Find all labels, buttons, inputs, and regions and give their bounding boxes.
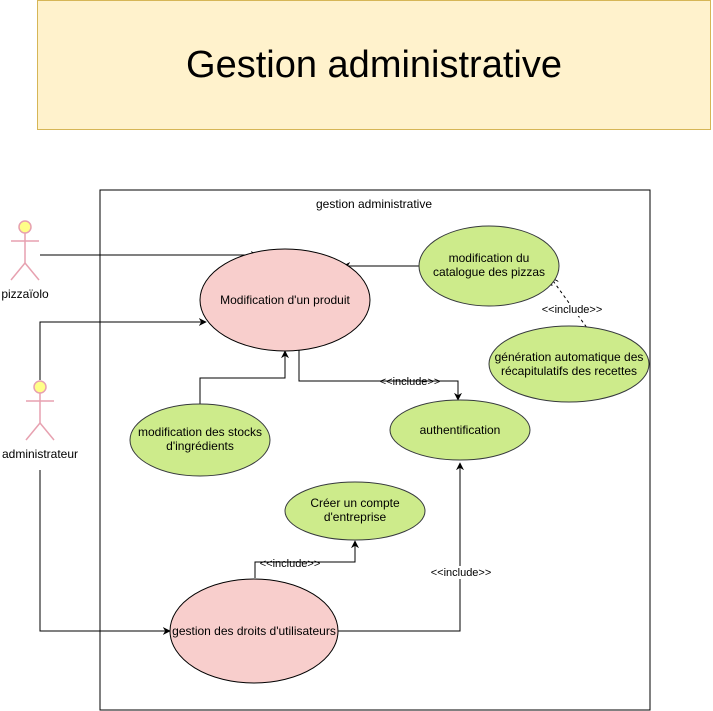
edge-include-generation-catalogue <box>551 278 591 333</box>
actor-label-pizzaiolo: pizzaïolo <box>1 287 49 301</box>
edge-admin-produit <box>39 318 207 380</box>
usecase-label: récapitulatifs des recettes <box>501 364 637 378</box>
actor-head <box>18 220 32 234</box>
include-label-catalogue: <<include>> <box>542 304 603 316</box>
edge-stocks-produit <box>199 350 289 406</box>
actor-administrateur[interactable]: administrateur <box>2 380 78 461</box>
title-banner: Gestion administrative <box>37 0 711 130</box>
include-label-compte: <<include>> <box>260 558 321 570</box>
usecase-label: gestion des droits d'utilisateurs <box>172 624 336 638</box>
actor-label-administrateur: administrateur <box>2 447 78 461</box>
usecase-authentification[interactable]: authentification <box>389 399 531 461</box>
usecase-gestion-droits[interactable]: gestion des droits d'utilisateurs <box>169 578 339 684</box>
diagram-title: Gestion administrative <box>186 43 562 86</box>
include-label-droits-auth: <<include>> <box>431 567 492 579</box>
include-label-auth: <<include>> <box>380 376 441 388</box>
usecase-label: d'entreprise <box>324 510 387 524</box>
actor-head <box>33 380 47 394</box>
connectors <box>39 251 591 635</box>
usecase-generation-recapitulatifs[interactable]: génération automatique des récapitulatif… <box>488 325 650 403</box>
usecase-label: Créer un compte <box>310 496 400 510</box>
usecase-label: catalogue des pizzas <box>433 265 545 279</box>
usecase-label: d'ingrédients <box>166 439 234 453</box>
usecase-label: génération automatique des <box>495 350 644 364</box>
usecase-label: modification des stocks <box>138 425 262 439</box>
edge-admin-droits <box>39 470 171 635</box>
usecase-label: Modification d'un produit <box>220 293 350 307</box>
usecase-label: modification du <box>449 251 530 265</box>
system-label: gestion administrative <box>316 197 432 211</box>
edge-include-produit-auth <box>298 350 462 401</box>
edge-include-droits-auth <box>337 462 464 632</box>
usecase-modification-catalogue[interactable]: modification du catalogue des pizzas <box>418 225 560 307</box>
edge-include-droits-compte <box>254 540 359 578</box>
usecase-modification-produit[interactable]: Modification d'un produit <box>199 248 371 352</box>
usecase-creer-compte[interactable]: Créer un compte d'entreprise <box>284 481 426 541</box>
usecase-modification-stocks[interactable]: modification des stocks d'ingrédients <box>129 403 271 477</box>
usecase-label: authentification <box>420 423 501 437</box>
actor-pizzaiolo[interactable]: pizzaïolo <box>1 220 49 301</box>
